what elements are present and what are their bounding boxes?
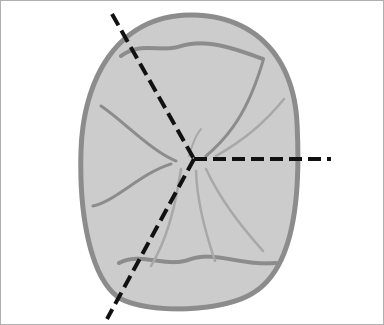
tooth-occlusal-diagram: [1, 1, 383, 324]
diagram-frame: [0, 0, 384, 325]
